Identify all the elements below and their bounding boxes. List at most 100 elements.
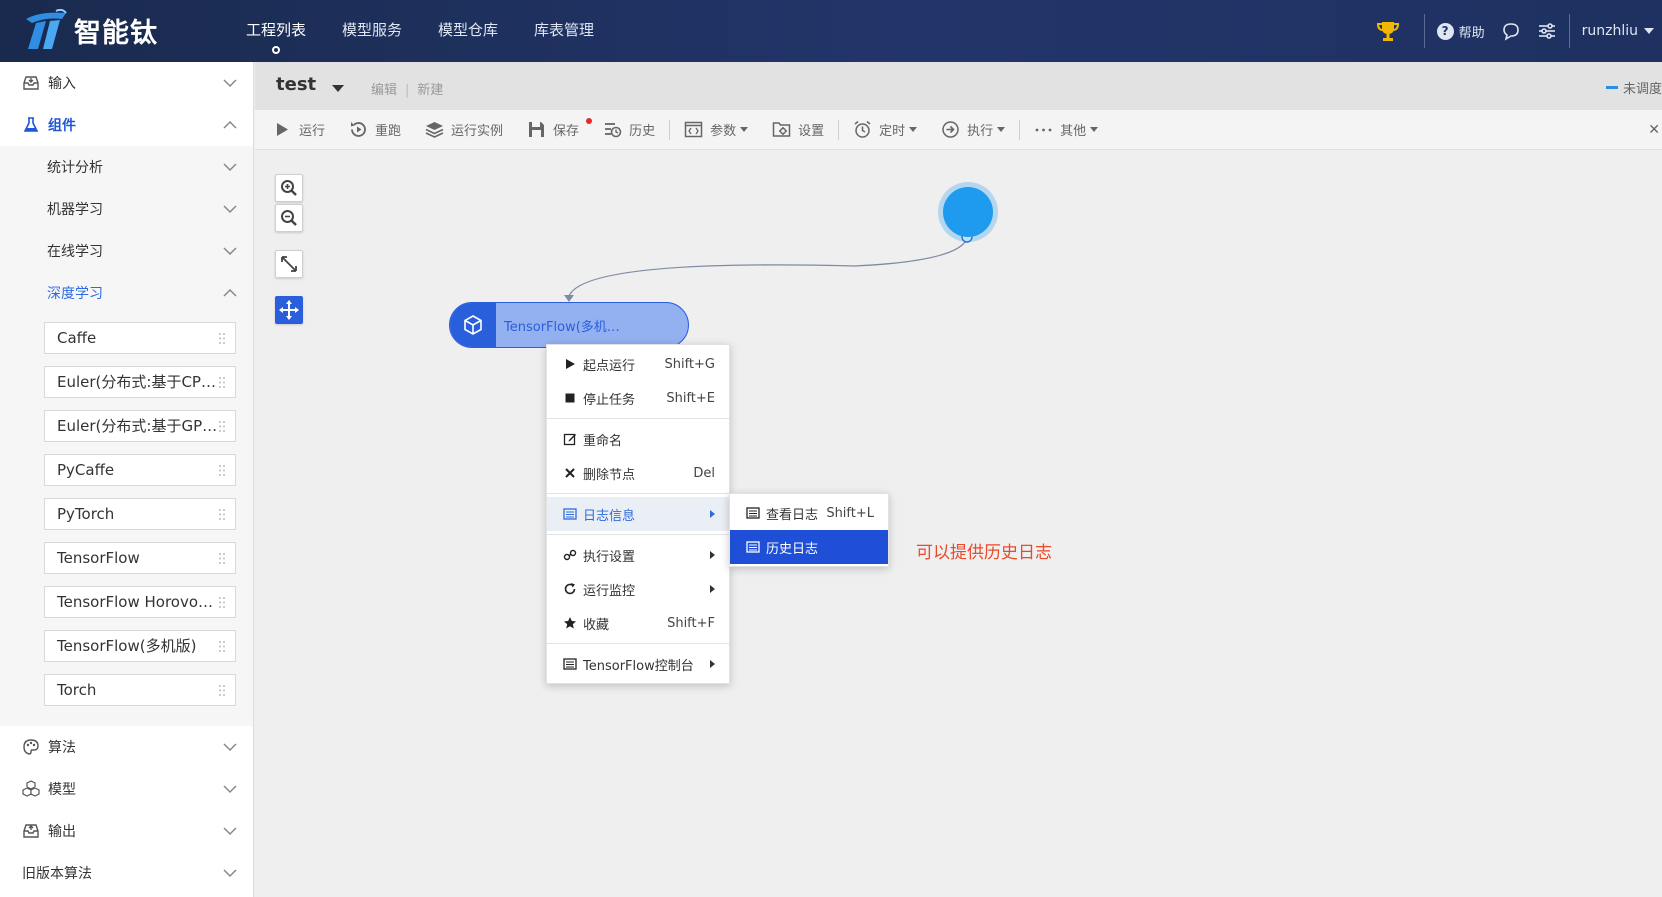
new-link[interactable]: 新建 [417,83,444,98]
component-euler-gpu[interactable]: Euler(分布式:基于GP… [44,410,236,442]
menu-divider [547,418,729,419]
sidebar-sub-online-learning[interactable]: 在线学习 [0,230,253,272]
save-button[interactable]: 保存 [527,118,593,139]
username: runzhliu [1581,23,1638,39]
menu-item-delete-node[interactable]: 删除节点 Del [547,456,729,490]
user-menu[interactable]: runzhliu [1582,23,1654,39]
more-label: 其他 [1060,124,1087,139]
drag-handle-icon[interactable] [218,332,226,345]
component-torch[interactable]: Torch [44,674,236,706]
drag-handle-icon[interactable] [218,596,226,609]
timer-dropdown[interactable]: 定时 [853,120,918,139]
zoom-in-button[interactable] [275,174,303,202]
edit-link[interactable]: 编辑 [371,83,398,98]
menu-item-start-run[interactable]: 起点运行 Shift+G [547,347,729,381]
sidebar-section-input[interactable]: 输入 [0,62,253,104]
component-pytorch[interactable]: PyTorch [44,498,236,530]
nav-item-model-repo[interactable]: 模型仓库 [420,0,516,62]
chevron-down-icon [223,79,237,88]
run-instances-button[interactable]: 运行实例 [425,120,503,139]
log-list-icon [563,508,577,520]
pan-mode-button[interactable] [275,296,303,324]
project-dropdown-caret-icon[interactable] [332,85,344,92]
menu-divider [547,493,729,494]
execute-dropdown[interactable]: 执行 [941,120,1006,139]
drag-handle-icon[interactable] [218,508,226,521]
tensorflow-node[interactable]: TensorFlow(多机… [449,302,689,348]
menu-item-run-monitor[interactable]: 运行监控 [547,572,729,606]
layers-icon [425,122,444,138]
drag-handle-icon[interactable] [218,376,226,389]
divider [669,119,671,140]
menu-item-history-log[interactable]: 历史日志 [730,530,888,564]
help-link[interactable]: ? 帮助 [1436,22,1485,41]
menu-divider [547,534,729,535]
menu-label: 重命名 [583,433,623,449]
menu-item-favorite[interactable]: 收藏 Shift+F [547,606,729,640]
chevron-down-icon [223,743,237,752]
run-button[interactable]: 运行 [273,120,325,139]
chevron-up-icon [223,288,237,297]
fit-view-button[interactable] [275,250,303,278]
sidebar-section-components[interactable]: 组件 [0,104,253,146]
collapse-icon[interactable]: ✕ [1648,122,1660,138]
drag-handle-icon[interactable] [218,552,226,565]
component-tensorflow-multi[interactable]: TensorFlow(多机版) [44,630,236,662]
menu-item-tf-console[interactable]: TensorFlow控制台 [547,647,729,681]
cubes-icon [22,780,40,797]
sidebar-section-legacy-algorithm[interactable]: 旧版本算法 [0,852,253,894]
chevron-down-icon [223,247,237,256]
component-label: PyTorch [57,505,115,523]
nav-item-model-service[interactable]: 模型服务 [324,0,420,62]
settings-sliders-icon[interactable] [1537,21,1557,41]
caret-down-icon [1644,28,1654,34]
menu-item-log-info[interactable]: 日志信息 [547,497,729,531]
sidebar-sub-deep-learning[interactable]: 深度学习 [0,272,253,314]
menu-label: 收藏 [583,617,610,633]
component-caffe[interactable]: Caffe [44,322,236,354]
expand-icon [281,256,297,272]
sidebar-sub-machine-learning[interactable]: 机器学习 [0,188,253,230]
menu-item-rename[interactable]: 重命名 [547,422,729,456]
rerun-button[interactable]: 重跑 [349,120,401,139]
drag-handle-icon[interactable] [218,464,226,477]
sub-label: 机器学习 [47,202,103,218]
nav-item-table-manage[interactable]: 库表管理 [516,0,612,62]
component-tensorflow-horovod[interactable]: TensorFlow Horovo… [44,586,236,618]
sidebar-section-output[interactable]: 输出 [0,810,253,852]
menu-item-view-log[interactable]: 查看日志 Shift+L [730,496,888,530]
workflow-canvas[interactable]: TensorFlow(多机… [255,151,1662,897]
chat-icon[interactable] [1501,21,1521,41]
drag-handle-icon[interactable] [218,640,226,653]
nav-item-projects[interactable]: 工程列表 [228,0,324,62]
menu-item-stop-task[interactable]: 停止任务 Shift+E [547,381,729,415]
settings-label: 设置 [798,124,825,139]
sidebar-section-algorithm[interactable]: 算法 [0,726,253,768]
brand-logo[interactable]: 智能钛 [22,9,158,51]
schedule-status: 未调度 [1605,78,1662,97]
chevron-down-icon [223,163,237,172]
menu-item-exec-settings[interactable]: 执行设置 [547,538,729,572]
sidebar-section-model[interactable]: 模型 [0,768,253,810]
drag-handle-icon[interactable] [218,420,226,433]
status-bar-icon [1605,86,1618,89]
node-label: TensorFlow(多机… [504,319,620,335]
run-instances-label: 运行实例 [451,124,504,139]
component-label: Euler(分布式:基于CP… [57,373,216,391]
drag-handle-icon[interactable] [218,684,226,697]
trophy-icon[interactable] [1376,19,1400,43]
node-icon-wrapper [450,303,496,347]
start-node[interactable] [943,187,993,237]
params-dropdown[interactable]: 参数 [684,120,749,139]
component-tensorflow[interactable]: TensorFlow [44,542,236,574]
zoom-out-button[interactable] [275,204,303,232]
code-window-icon [684,121,703,138]
deep-learning-components: Caffe Euler(分布式:基于CP… Euler(分布式:基于GP… Py… [0,314,253,706]
component-pycaffe[interactable]: PyCaffe [44,454,236,486]
history-button[interactable]: 历史 [603,120,655,139]
component-euler-cpu[interactable]: Euler(分布式:基于CP… [44,366,236,398]
sidebar-sub-statistics[interactable]: 统计分析 [0,146,253,188]
caret-down-icon [997,127,1006,132]
more-dropdown[interactable]: 其他 [1034,120,1099,139]
settings-button[interactable]: 设置 [772,120,824,139]
